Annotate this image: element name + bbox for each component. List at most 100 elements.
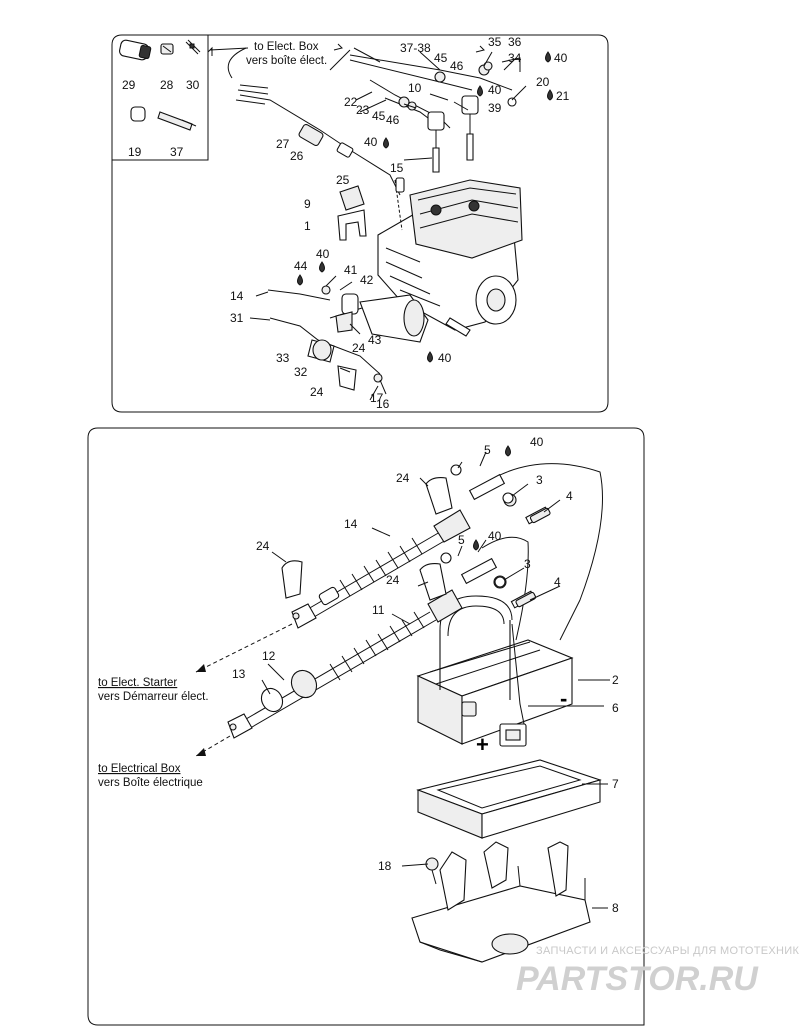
ground-wire-harness <box>207 46 405 231</box>
callout-22: 22 <box>344 95 358 109</box>
callout-23: 23 <box>356 103 370 117</box>
callout-27: 27 <box>276 137 290 151</box>
inset-box <box>112 35 209 161</box>
callout-25: 25 <box>336 173 350 187</box>
callout-46-a: 46 <box>450 59 464 73</box>
note-starter-fr: vers Démarreur élect. <box>98 691 209 703</box>
top-panel-frame <box>111 34 609 413</box>
spark-plug-cables <box>349 54 521 131</box>
leader-lines-bottom <box>261 451 610 909</box>
callout-1: 1 <box>304 219 311 233</box>
protective-boots-24 <box>281 477 453 601</box>
callout-40-b: 40 <box>488 83 502 97</box>
negative-terminal-sign: - <box>560 686 567 711</box>
callout-5-b: 5 <box>458 533 465 547</box>
note-elect-box-fr: vers boîte élect. <box>246 55 327 67</box>
note-elec-box-en: to Electrical Box <box>98 763 181 775</box>
callout-3-b: 3 <box>524 557 531 571</box>
callout-17: 17 <box>370 391 384 405</box>
terminal-part-37 <box>157 111 197 131</box>
callout-40-e: 40 <box>438 351 452 365</box>
battery-cable-loops <box>440 463 603 641</box>
callout-34: 34 <box>508 51 522 65</box>
callout-14-bottom: 14 <box>344 517 358 531</box>
callout-33: 33 <box>276 351 290 365</box>
callout-10: 10 <box>408 81 422 95</box>
callout-15: 15 <box>390 161 404 175</box>
callout-19: 19 <box>128 145 142 159</box>
callout-32: 32 <box>294 365 308 379</box>
callout-5-a: 5 <box>484 443 491 457</box>
electric-starter <box>329 293 429 343</box>
note-elect-box-en: to Elect. Box <box>254 41 319 53</box>
terminal-part-28 <box>160 43 174 55</box>
callout-12: 12 <box>262 649 276 663</box>
battery-cable-14 <box>291 509 471 629</box>
boot-part-19 <box>130 106 146 122</box>
callout-40-b: 40 <box>488 529 502 543</box>
callout-24-a: 24 <box>396 471 410 485</box>
callout-42: 42 <box>360 273 374 287</box>
callout-16: 16 <box>376 397 390 411</box>
terminal-hardware <box>425 445 551 885</box>
callout-6: 6 <box>612 701 619 715</box>
callout-40-d: 40 <box>316 247 330 261</box>
loctite-drop-icons <box>297 51 553 363</box>
callout-26: 26 <box>290 149 304 163</box>
arrow-heads-top <box>333 43 485 53</box>
callout-30: 30 <box>186 78 200 92</box>
positive-terminal-sign: + <box>476 732 489 757</box>
callout-36: 36 <box>508 35 522 49</box>
note-elec-box-fr: vers Boîte électrique <box>98 777 203 789</box>
callout-11: 11 <box>372 603 385 617</box>
bottom-panel-frame <box>87 427 645 1026</box>
callout-18: 18 <box>378 859 392 873</box>
callout-2: 2 <box>612 673 619 687</box>
connector-part-29 <box>119 39 152 61</box>
callout-8: 8 <box>612 901 619 915</box>
watermark-logo: PARTSTOR.RU <box>516 960 759 998</box>
callout-4-b: 4 <box>554 575 561 589</box>
callout-3-a: 3 <box>536 473 543 487</box>
callout-28: 28 <box>160 78 174 92</box>
callout-40-a: 40 <box>554 51 568 65</box>
callout-24-a: 24 <box>352 341 366 355</box>
callout-45-a: 45 <box>434 51 448 65</box>
callout-4-a: 4 <box>566 489 573 503</box>
direction-arrows <box>195 623 293 757</box>
callout-24-b: 24 <box>256 539 270 553</box>
battery-pad-7 <box>416 759 602 839</box>
callout-14-top: 14 <box>230 289 244 303</box>
battery-strap-6 <box>439 595 527 747</box>
cable-bracket-9 <box>337 185 367 241</box>
callout-24-b: 24 <box>310 385 324 399</box>
callout-43: 43 <box>368 333 382 347</box>
callout-31: 31 <box>230 311 244 325</box>
callout-41: 41 <box>344 263 358 277</box>
callout-46-b: 46 <box>386 113 400 127</box>
callout-44: 44 <box>294 259 308 273</box>
callout-37-38: 37-38 <box>400 41 431 55</box>
pin-part-30 <box>185 39 201 55</box>
callout-35: 35 <box>488 35 502 49</box>
callout-37: 37 <box>170 145 184 159</box>
callout-24-c: 24 <box>386 573 400 587</box>
battery-cable-11 <box>227 589 463 739</box>
note-starter-en: to Elect. Starter <box>98 677 177 689</box>
starter-cables <box>267 285 383 391</box>
watermark: ЗАПЧАСТИ И АКСЕССУАРЫ ДЛЯ МОТОТЕХНИКИ PA… <box>516 945 800 998</box>
callout-9: 9 <box>304 197 311 211</box>
top-panel: 29 28 30 19 37 to Elect. Box vers boîte … <box>111 34 609 413</box>
bottom-panel: 5 40 24 3 4 14 5 40 24 3 24 4 11 12 2 - … <box>87 427 645 1026</box>
leader-lines-top <box>249 47 527 401</box>
callout-7: 7 <box>612 777 619 791</box>
callout-29: 29 <box>122 78 136 92</box>
callout-45-b: 45 <box>372 109 386 123</box>
battery-2 <box>416 639 574 745</box>
callout-40-a: 40 <box>530 435 544 449</box>
callout-13: 13 <box>232 667 246 681</box>
callout-40-c: 40 <box>364 135 378 149</box>
callout-20: 20 <box>536 75 550 89</box>
spark-plug-15 <box>432 114 474 173</box>
